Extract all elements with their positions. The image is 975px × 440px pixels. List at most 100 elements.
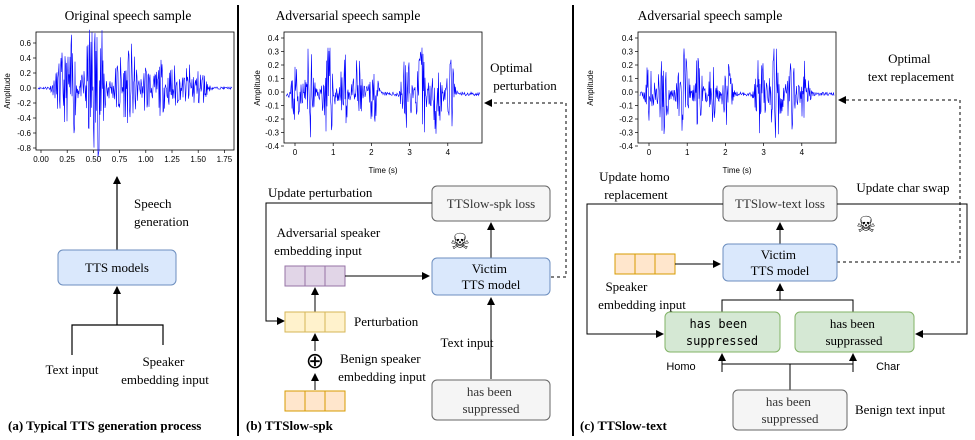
tick-label: 1.75 xyxy=(217,155,233,164)
panel-b-skull-icon: ☠ xyxy=(450,229,470,254)
panel-b-x-ticks: 0 1 2 3 4 xyxy=(293,143,451,157)
tick-label: 0.2 xyxy=(268,61,280,70)
panel-a-ylabel: Amplitude xyxy=(3,73,12,109)
panel-a-caption: (a) Typical TTS generation process xyxy=(8,418,201,433)
tick-label: -0.8 xyxy=(17,144,31,153)
tick-label: 0.2 xyxy=(20,69,32,78)
tick-label: 0.25 xyxy=(59,155,75,164)
char-text-box xyxy=(794,311,915,353)
panel-a-speaker-input: Speaker embedding input xyxy=(121,354,209,387)
panel-b-perturbation-label: Perturbation xyxy=(354,314,419,329)
homo-text-box xyxy=(664,311,781,353)
tick-label: 0.6 xyxy=(20,39,32,48)
perturbation-cell xyxy=(324,311,346,333)
tick-label: 0.50 xyxy=(86,155,102,164)
panel-b-benign-speaker-label: Benign speaker embedding input xyxy=(338,351,426,384)
panel-a-speech-generation: Speech generation xyxy=(134,196,189,229)
tick-label: 1 xyxy=(331,148,336,157)
plus-icon: ⊕ xyxy=(306,348,324,373)
panel-c-dashed-feedback-arrow xyxy=(837,96,961,263)
tick-label: 2 xyxy=(369,148,374,157)
benign-embedding-cell xyxy=(304,390,326,412)
tick-label: -0.6 xyxy=(17,129,31,138)
tick-label: -0.4 xyxy=(265,142,279,151)
speaker-embedding-cell xyxy=(614,253,636,275)
homo-label: Homo xyxy=(666,361,695,373)
char-text-label: has been supprassed xyxy=(825,316,883,348)
homo-text-label: has bеen supprеssed xyxy=(686,317,758,348)
panel-c-xlabel: Time (s) xyxy=(722,166,751,175)
tick-label: 0.00 xyxy=(33,155,49,164)
tick-label: 0.0 xyxy=(622,88,634,97)
panel-b-plot-frame xyxy=(283,31,483,144)
panel-c-skull-icon: ☠ xyxy=(856,212,876,237)
panel-c-speaker-embedding-vector xyxy=(614,253,676,275)
tick-label: 0.4 xyxy=(20,54,32,63)
tick-label: -0.1 xyxy=(265,102,279,111)
panel-b-update-arrow xyxy=(265,202,432,325)
tick-label: 2 xyxy=(723,148,728,157)
panel-b-text-box xyxy=(431,379,551,421)
panel-c-split-connector xyxy=(721,363,854,372)
tick-label: -0.4 xyxy=(17,114,31,123)
tick-label: 0.0 xyxy=(268,88,280,97)
perturbation-cell xyxy=(304,311,326,333)
tick-label: 0.3 xyxy=(622,48,634,57)
tick-label: 4 xyxy=(800,148,805,157)
ttslow-text-loss-label: TTSlow-text loss xyxy=(735,196,825,211)
panel-b-optimal-perturbation: Optimal perturbation xyxy=(490,60,557,93)
panel-c-plot-frame xyxy=(637,31,837,144)
tick-label: 0.0 xyxy=(20,84,32,93)
tick-label: 1.25 xyxy=(164,155,180,164)
benign-embedding-cell xyxy=(284,390,306,412)
char-label: Char xyxy=(876,361,900,373)
panel-c-update-homo-arrow xyxy=(586,203,723,338)
panel-b-caption: (b) TTSlow-spk xyxy=(246,418,334,433)
tick-label: 1.00 xyxy=(138,155,154,164)
benign-text-input-label: Benign text input xyxy=(855,402,946,417)
speaker-embedding-cell xyxy=(634,253,656,275)
panel-b-dashed-feedback-arrow xyxy=(484,99,567,278)
benign-embedding-vector xyxy=(284,390,346,412)
tick-label: -0.2 xyxy=(619,115,633,124)
perturbation-cell xyxy=(284,311,306,333)
panel-a-input-connector xyxy=(71,324,164,355)
tts-models-label: TTS models xyxy=(85,260,149,275)
benign-text-label: has been suppressed xyxy=(761,394,819,426)
tick-label: -0.3 xyxy=(265,129,279,138)
panel-b-victim-label: Victim TTS model xyxy=(462,261,521,292)
panel-c-ylabel: Amplitude xyxy=(586,70,595,106)
adv-embedding-cell xyxy=(324,265,346,287)
panel-a-text-input: Text input xyxy=(46,362,99,377)
tts-models-box xyxy=(57,249,177,286)
tick-label: 3 xyxy=(407,148,412,157)
tick-label: 0.1 xyxy=(268,75,280,84)
panel-c-victim-box xyxy=(722,243,838,282)
ttslow-spk-loss-label: TTSlow-spk loss xyxy=(447,196,535,211)
panel-b-ylabel: Amplitude xyxy=(253,70,262,106)
tick-label: 0.2 xyxy=(622,61,634,70)
tick-label: 4 xyxy=(446,148,451,157)
panel-b-xlabel: Time (s) xyxy=(368,166,397,175)
tick-label: 0 xyxy=(647,148,652,157)
tick-label: 0.75 xyxy=(112,155,128,164)
panel-b-text-input-label: Text input xyxy=(441,335,494,350)
panel-a-y-ticks: 0.60.40.20.0-0.2-0.4-0.6-0.8 xyxy=(17,39,36,153)
panel-c-update-char-arrow xyxy=(837,203,968,338)
tick-label: 1.50 xyxy=(190,155,206,164)
tick-label: -0.1 xyxy=(619,102,633,111)
panel-a-waveform xyxy=(37,29,233,157)
panel-b-title: Adversarial speech sample xyxy=(276,8,421,23)
tick-label: -0.4 xyxy=(619,142,633,151)
panel-b-update-perturbation: Update perturbation xyxy=(268,185,373,200)
panel-b-victim-box xyxy=(431,257,551,296)
tick-label: 0 xyxy=(293,148,298,157)
benign-text-box xyxy=(732,389,848,431)
panel-b-waveform xyxy=(286,47,481,138)
tick-label: 0.4 xyxy=(622,34,634,43)
